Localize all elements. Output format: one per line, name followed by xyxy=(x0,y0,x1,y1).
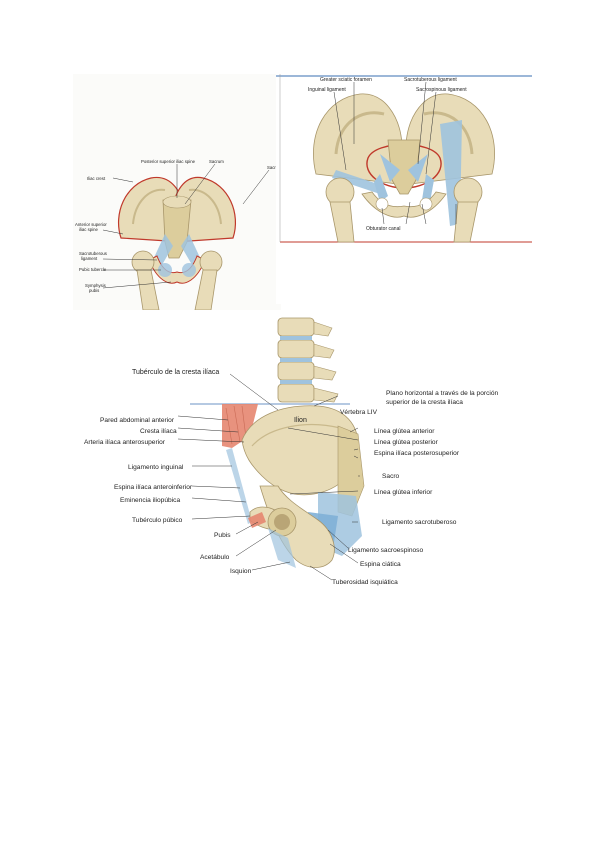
label-espina-ciatica: Espina ciática xyxy=(360,561,401,568)
label-tuberosidad-isquiatica: Tuberosidad isquiática xyxy=(332,579,398,586)
anterior-pelvis-illustration: Iliac crest Posterior superior iliac spi… xyxy=(73,74,281,310)
lateral-pelvis-illustration: Tubérculo de la cresta ilíaca Plano hori… xyxy=(82,316,530,604)
label-linea-glutea-anterior: Línea glútea anterior xyxy=(374,428,435,435)
label-obturator-canal: Obturator canal xyxy=(366,226,400,232)
label-linea-glutea-posterior: Línea glútea posterior xyxy=(374,439,439,446)
label-tuberculo-cresta-iliaca: Tubérculo de la cresta ilíaca xyxy=(132,369,219,376)
label-espina-iliaca-anteroinferior: Espina ilíaca anteroinferior xyxy=(114,484,193,491)
label-pubic-symphysis-line2: pubis xyxy=(89,288,99,293)
label-cresta-iliaca: Cresta ilíaca xyxy=(140,428,177,435)
label-isquion: Isquion xyxy=(230,568,252,575)
label-plano-horizontal-line2: superior de la cresta ilíaca xyxy=(386,399,463,406)
label-espina-iliaca-posterosuperior: Espina ilíaca posterosuperior xyxy=(374,450,460,457)
label-sacro: Sacro xyxy=(382,473,400,480)
label-sacrospinous-ligament: Sacrospinous ligament xyxy=(416,87,467,93)
label-ligamento-inguinal: Ligamento inguinal xyxy=(128,464,184,471)
label-pubis: Pubis xyxy=(214,532,231,539)
label-ilion: Ilion xyxy=(294,417,307,424)
lumbar-vertebrae xyxy=(278,318,338,402)
label-arteria-iliaca-anterosuperior: Arteria ilíaca anterosuperior xyxy=(84,439,166,446)
label-tuberculo-pubico: Tubérculo púbico xyxy=(132,517,183,524)
label-sacrotuberous-line2: ligament xyxy=(81,256,98,261)
label-anterior-superior-iliac-spine-line2: iliac spine xyxy=(79,227,98,232)
label-pared-abdominal-anterior: Pared abdominal anterior xyxy=(100,417,175,424)
label-eminencia-iliopubica: Eminencia iliopúbica xyxy=(120,497,180,504)
label-ligamento-sacrotuberoso: Ligamento sacrotuberoso xyxy=(382,519,457,526)
figure-anterior-pelvis: Iliac crest Posterior superior iliac spi… xyxy=(73,74,281,310)
label-linea-glutea-inferior: Línea glútea inferior xyxy=(374,489,433,496)
label-sacrum: Sacrum xyxy=(209,159,224,164)
label-greater-sciatic-foramen: Greater sciatic foramen xyxy=(320,77,372,83)
label-sacroiliac: Sacr xyxy=(267,165,276,170)
figure-pelvis-ligaments: Greater sciatic foramen Sacrotuberous li… xyxy=(276,74,532,304)
label-ligamento-sacroespinoso: Ligamento sacroespinoso xyxy=(348,547,423,554)
label-sacrotuberous-ligament: Sacrotuberous ligament xyxy=(404,77,457,83)
label-iliac-crest: Iliac crest xyxy=(87,176,106,181)
pelvis-ligaments-illustration: Greater sciatic foramen Sacrotuberous li… xyxy=(276,74,532,304)
label-posterior-superior-iliac-spine: Posterior superior iliac spine xyxy=(141,159,196,164)
figure-lateral-pelvis: Tubérculo de la cresta ilíaca Plano hori… xyxy=(82,316,530,604)
label-vertebra-liv: Vértebra LIV xyxy=(340,409,378,416)
label-acetabulo: Acetábulo xyxy=(200,554,230,561)
label-plano-horizontal-line1: Plano horizontal a través de la porción xyxy=(386,390,498,397)
label-pubic-tubercle: Pubic tubercle xyxy=(79,267,107,272)
label-inguinal-ligament: Inguinal ligament xyxy=(308,87,346,93)
